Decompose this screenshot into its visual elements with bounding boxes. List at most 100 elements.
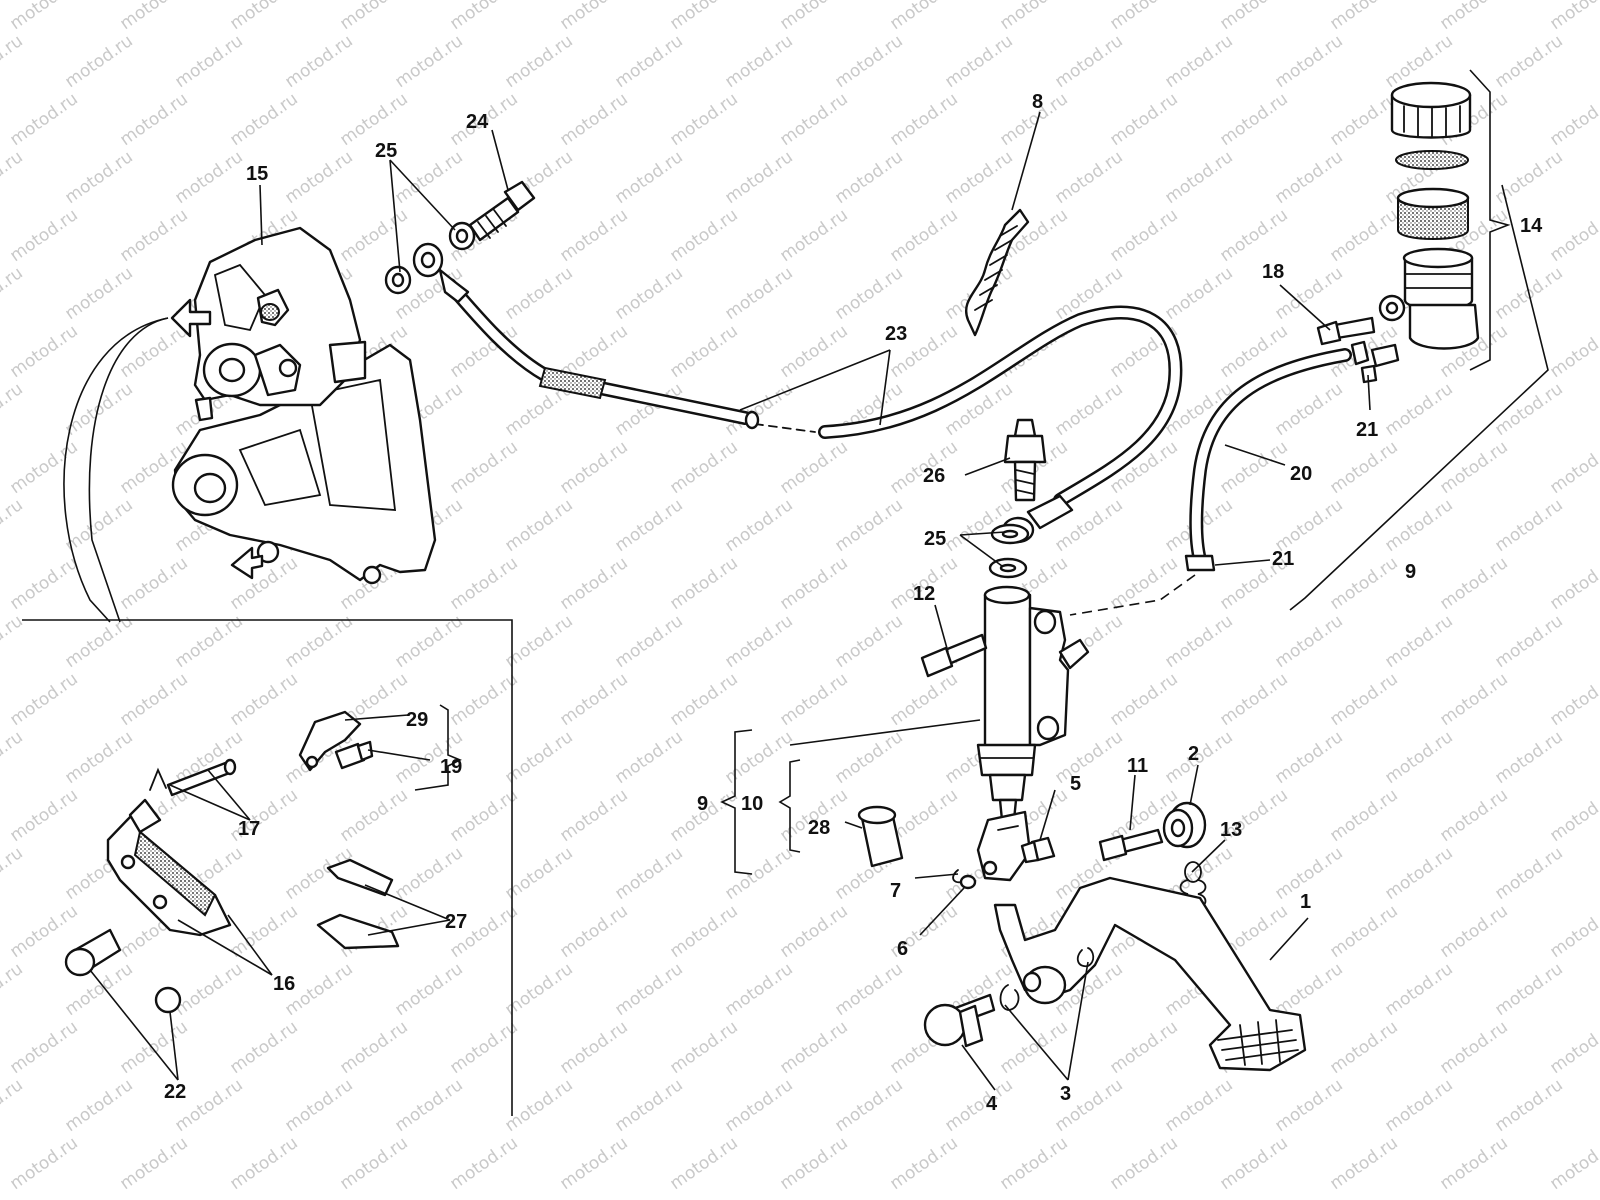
watermark-text: motod.ru xyxy=(1491,843,1566,904)
watermark-text: motod.ru xyxy=(1271,727,1346,788)
watermark-text: motod.ru xyxy=(0,263,27,324)
watermark-text: motod.ru xyxy=(941,147,1016,208)
watermark-text: motod.ru xyxy=(61,263,136,324)
watermark-text: motod.ru xyxy=(61,31,136,92)
hose-clamp-lower xyxy=(1184,554,1216,572)
watermark-text: motod.ru xyxy=(0,959,27,1020)
watermark-text: motod.ru xyxy=(721,31,796,92)
caliper-slide-pins xyxy=(64,928,182,1014)
watermark-text: motod.ru xyxy=(886,0,961,34)
callout-29: 29 xyxy=(406,709,428,731)
watermark-text: motod.ru xyxy=(886,669,961,730)
watermark-text: motod.ru xyxy=(831,727,906,788)
watermark-text: motod.ru xyxy=(1106,553,1181,614)
watermark-text: motod.ru xyxy=(1491,147,1566,208)
watermark-text: motod.ru xyxy=(666,901,741,962)
watermark-text: motod.ru xyxy=(1546,553,1600,614)
watermark-text: motod.ru xyxy=(1271,379,1346,440)
watermark-text: motod.ru xyxy=(61,495,136,556)
callout-19: 19 xyxy=(440,756,462,778)
watermark-text: motod.ru xyxy=(0,379,27,440)
watermark-text: motod.ru xyxy=(666,669,741,730)
watermark-text: motod.ru xyxy=(1381,611,1456,672)
watermark-text: motod.ru xyxy=(776,205,851,266)
bracket-arrow xyxy=(230,546,264,580)
watermark-text: motod.ru xyxy=(501,495,576,556)
watermark-text: motod.ru xyxy=(1106,1133,1181,1194)
watermark-text: motod.ru xyxy=(0,1075,27,1136)
brake-caliper xyxy=(171,226,437,585)
callout-8: 8 xyxy=(1032,91,1043,113)
watermark-text: motod.ru xyxy=(6,89,81,150)
callout-17: 17 xyxy=(238,818,260,840)
callout-14: 14 xyxy=(1520,215,1543,237)
watermark-text: motod.ru xyxy=(776,669,851,730)
clevis xyxy=(976,810,1032,882)
watermark-text: motod.ru xyxy=(1106,89,1181,150)
watermark-text: motod.ru xyxy=(1381,379,1456,440)
watermark-text: motod.ru xyxy=(1546,1017,1600,1078)
watermark-text: motod.ru xyxy=(721,495,796,556)
watermark-text: motod.ru xyxy=(776,0,851,34)
watermark-text: motod.ru xyxy=(336,785,411,846)
watermark-text: motod.ru xyxy=(1216,89,1291,150)
callout-15: 15 xyxy=(246,163,268,185)
watermark-text: motod.ru xyxy=(1546,437,1600,498)
bracket-10 xyxy=(778,759,801,853)
watermark-text: motod.ru xyxy=(831,959,906,1020)
watermark-text: motod.ru xyxy=(831,495,906,556)
watermark-text: motod.ru xyxy=(1326,1133,1401,1194)
callout-10: 10 xyxy=(741,793,763,815)
watermark-text: motod.ru xyxy=(1271,611,1346,672)
watermark-text: motod.ru xyxy=(0,31,27,92)
watermark-text: motod.ru xyxy=(721,959,796,1020)
watermark-text: motod.ru xyxy=(666,437,741,498)
watermark-text: motod.ru xyxy=(6,1017,81,1078)
watermark-text: motod.ru xyxy=(556,1133,631,1194)
watermark-text: motod.ru xyxy=(1161,1075,1236,1136)
watermark-text: motod.ru xyxy=(1326,205,1401,266)
watermark-text: motod.ru xyxy=(1436,669,1511,730)
bleeder-valve xyxy=(334,740,374,770)
watermark-text: motod.ru xyxy=(996,1017,1071,1078)
watermark-text: motod.ru xyxy=(831,147,906,208)
callout-2: 2 xyxy=(1188,743,1199,765)
watermark-text: motod.ru xyxy=(611,611,686,672)
callout-1: 1 xyxy=(1300,891,1311,913)
watermark-text: motod.ru xyxy=(1436,901,1511,962)
watermark-text: motod.ru xyxy=(226,669,301,730)
watermark-text: motod.ru xyxy=(831,1075,906,1136)
watermark-text: motod.ru xyxy=(1436,1133,1511,1194)
watermark-text: motod.ru xyxy=(1381,1075,1456,1136)
callout-13: 13 xyxy=(1220,819,1242,841)
watermark-text: motod.ru xyxy=(1271,495,1346,556)
watermark-text: motod.ru xyxy=(61,1075,136,1136)
watermark-text: motod.ru xyxy=(1381,843,1456,904)
watermark-text: motod.ru xyxy=(336,1017,411,1078)
watermark-text: motod.ru xyxy=(1161,147,1236,208)
watermark-text: motod.ru xyxy=(501,263,576,324)
watermark-text: motod.ru xyxy=(611,727,686,788)
banjo-bolt-lower xyxy=(1003,418,1047,502)
callout-21-lower: 21 xyxy=(1272,548,1294,570)
watermark-text: motod.ru xyxy=(446,785,521,846)
callout-4: 4 xyxy=(986,1093,998,1115)
callout-3: 3 xyxy=(1060,1083,1071,1105)
watermark-text: motod.ru xyxy=(0,843,27,904)
watermark-text: motod.ru xyxy=(886,1133,961,1194)
watermark-text: motod.ru xyxy=(116,1017,191,1078)
watermark-text: motod.ru xyxy=(171,31,246,92)
callout-21-upper: 21 xyxy=(1356,419,1378,441)
watermark-text: motod.ru xyxy=(501,31,576,92)
watermark-text: motod.ru xyxy=(1051,379,1126,440)
watermark-text: motod.ru xyxy=(336,1133,411,1194)
watermark-text: motod.ru xyxy=(0,727,27,788)
watermark-text: motod.ru xyxy=(446,1133,521,1194)
watermark-text: motod.ru xyxy=(556,437,631,498)
watermark-text: motod.ru xyxy=(1326,437,1401,498)
watermark-text: motod.ru xyxy=(1106,1017,1181,1078)
callout-9-left: 9 xyxy=(697,793,708,815)
watermark-text: motod.ru xyxy=(61,147,136,208)
watermark-text: motod.ru xyxy=(556,205,631,266)
watermark-text: motod.ru xyxy=(1546,901,1600,962)
